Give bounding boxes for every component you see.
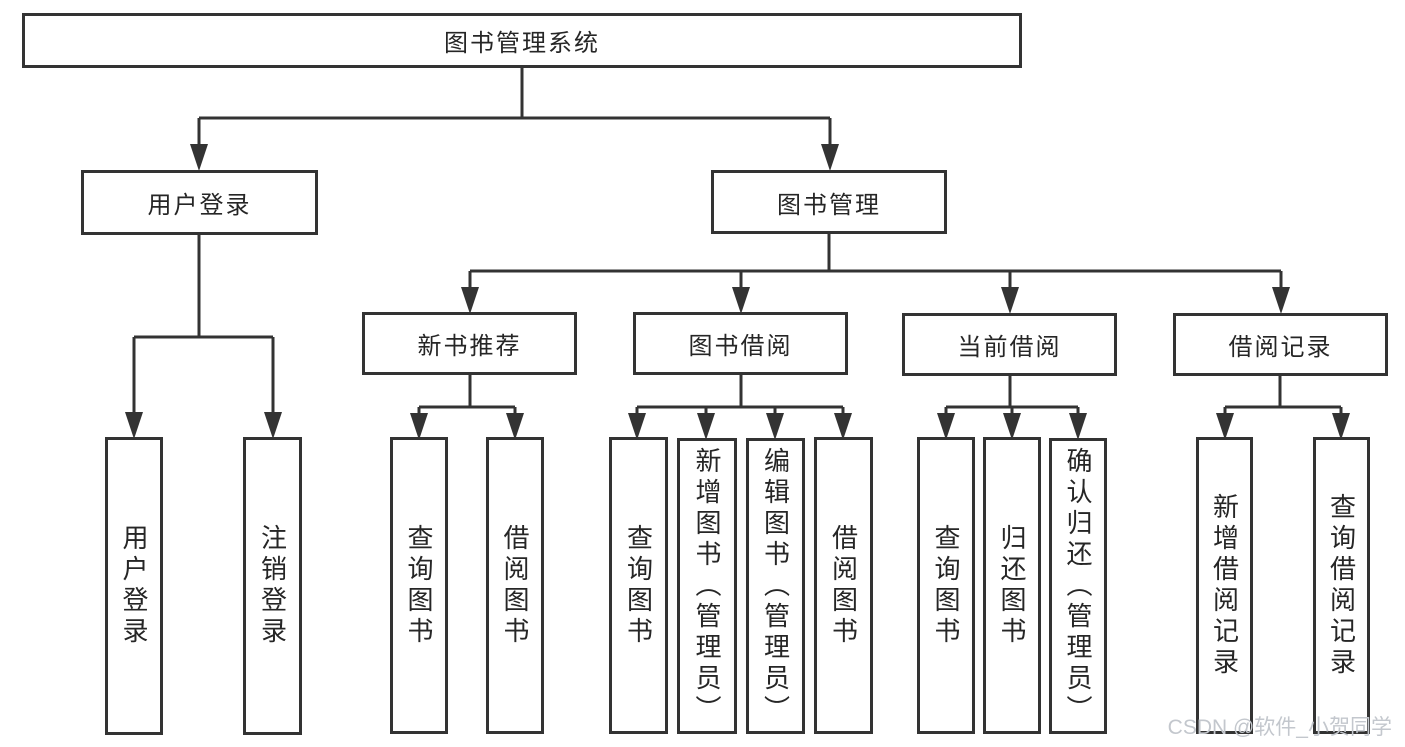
leaf-return-books: 归还图书 bbox=[983, 437, 1041, 734]
node-user-login: 用户登录 bbox=[81, 170, 318, 235]
leaf-user-login: 用户登录 bbox=[105, 437, 163, 735]
node-new-book-recommend: 新书推荐 bbox=[362, 312, 577, 375]
node-library-management-system: 图书管理系统 bbox=[22, 13, 1022, 68]
leaf-query-borrow-record: 查询借阅记录 bbox=[1313, 437, 1370, 734]
leaf-add-borrow-record: 新增借阅记录 bbox=[1196, 437, 1253, 734]
node-book-management: 图书管理 bbox=[711, 170, 947, 234]
leaf-query-books-recommend: 查询图书 bbox=[390, 437, 448, 734]
node-borrowing-records: 借阅记录 bbox=[1173, 313, 1388, 376]
csdn-watermark: CSDN @软件_小贺同学 bbox=[1167, 716, 1392, 739]
leaf-add-books-admin: 新增图书（管理员） bbox=[677, 438, 737, 734]
node-current-borrowing: 当前借阅 bbox=[902, 313, 1117, 376]
leaf-confirm-return-admin: 确认归还（管理员） bbox=[1049, 438, 1107, 734]
node-book-borrowing: 图书借阅 bbox=[633, 312, 848, 375]
leaf-query-books-borrow: 查询图书 bbox=[609, 437, 668, 734]
arrowheads bbox=[125, 144, 1350, 440]
leaf-query-books-current: 查询图书 bbox=[917, 437, 975, 734]
leaf-borrow-books-recommend: 借阅图书 bbox=[486, 437, 544, 734]
leaf-borrow-books: 借阅图书 bbox=[814, 437, 873, 734]
leaf-logout: 注销登录 bbox=[243, 437, 302, 735]
leaf-edit-books-admin: 编辑图书（管理员） bbox=[746, 438, 805, 734]
